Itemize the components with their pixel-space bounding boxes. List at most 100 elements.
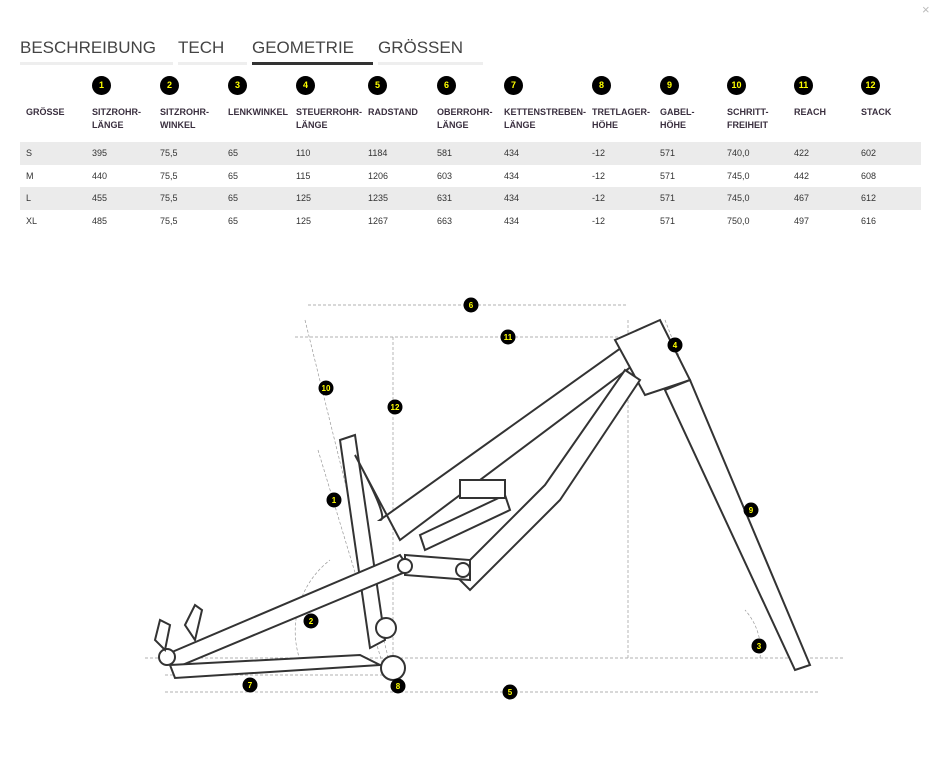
column-header-line1: LENKWINKEL [228, 107, 288, 117]
diagram-marker: 7 [242, 677, 258, 693]
value-cell: 467 [788, 187, 856, 210]
tab-tech[interactable]: TECH [178, 38, 247, 65]
value-cell: 65 [228, 170, 239, 181]
value-cell: 485 [92, 215, 108, 226]
size-cell: M [26, 170, 34, 181]
column-header: SITZROHR- LÄNGE [86, 106, 154, 142]
value-cell: 65 [228, 215, 239, 226]
marker-number: 12 [391, 403, 400, 412]
header-size: GRÖSSE [26, 107, 65, 117]
marker-circle [390, 678, 406, 694]
marker-number: 9 [749, 506, 754, 515]
column-header-line1: OBERROHR- [437, 107, 493, 117]
value-cell: 603 [437, 170, 453, 181]
column-number-badge: 6 [437, 76, 457, 95]
value-cell: 434 [504, 215, 520, 226]
value-cell: 1235 [362, 187, 432, 210]
column-header: OBERROHR- LÄNGE [431, 106, 498, 142]
marker-number: 2 [309, 617, 314, 626]
column-header-line1: REACH [794, 107, 827, 117]
column-header-line2: LÄNGE [92, 120, 124, 130]
tab-geometrie[interactable]: GEOMETRIE [252, 38, 373, 65]
value-cell: 75,5 [154, 187, 222, 210]
tab-groessen[interactable]: GRÖSSEN [378, 38, 483, 65]
value-cell: 616 [861, 215, 877, 226]
column-header-line2: LÄNGE [437, 120, 469, 130]
value-cell: 75,5 [154, 142, 222, 165]
close-icon[interactable]: × [922, 2, 930, 17]
column-header-line2: LÄNGE [504, 120, 536, 130]
value-cell: 750,0 [727, 215, 750, 226]
marker-circle [463, 297, 479, 313]
size-cell: S [20, 142, 86, 165]
column-header-line1: TRETLAGER- [592, 107, 651, 117]
marker-circle [326, 492, 342, 508]
value-cell: 571 [660, 215, 676, 226]
marker-number: 10 [322, 384, 331, 393]
marker-circle [387, 399, 403, 415]
value-cell: 631 [431, 187, 499, 210]
column-header-line1: SITZROHR- [160, 107, 209, 117]
column-header: SCHRITT- FREIHEIT [721, 106, 788, 142]
marker-number: 1 [332, 496, 337, 505]
tab-beschreibung[interactable]: BESCHREIBUNG [20, 38, 173, 65]
marker-number: 3 [757, 642, 762, 651]
column-header-line1: GABEL- [660, 107, 695, 117]
column-header: KETTENSTREBEN- LÄNGE [498, 106, 586, 142]
column-number-badge: 3 [228, 76, 247, 95]
value-cell: 115 [296, 170, 311, 181]
column-number-badge: 10 [727, 76, 747, 95]
diagram-marker: 5 [502, 684, 518, 700]
size-cell: L [20, 187, 86, 210]
diagram-marker: 3 [751, 638, 767, 654]
value-cell: 65 [222, 142, 290, 165]
value-cell: 125 [290, 187, 363, 210]
marker-circle [751, 638, 767, 654]
column-header-line1: KETTENSTREBEN- [504, 107, 587, 117]
column-header-line2: HÖHE [660, 120, 687, 130]
value-cell: -12 [586, 187, 655, 210]
value-cell: -12 [586, 142, 655, 165]
marker-circle [743, 502, 759, 518]
value-cell: 75,5 [160, 215, 178, 226]
column-header-line2: LÄNGE [296, 120, 328, 130]
column-number-badge: 9 [660, 76, 680, 95]
value-cell: 422 [788, 142, 856, 165]
diagram-marker: 11 [500, 329, 516, 345]
column-number-badge: 12 [861, 76, 881, 95]
column-header: RADSTAND [362, 106, 431, 142]
marker-circle [303, 613, 319, 629]
column-header-line1: SITZROHR- [92, 107, 141, 117]
value-cell: 440 [92, 170, 108, 181]
column-header: STACK [855, 106, 921, 142]
marker-number: 4 [673, 341, 678, 350]
diagram-marker: 9 [743, 502, 759, 518]
marker-circle [242, 677, 258, 693]
value-cell: 455 [86, 187, 154, 210]
column-header-line2: WINKEL [160, 120, 196, 130]
column-header: GABEL- HÖHE [654, 106, 721, 142]
value-cell: 497 [794, 215, 810, 226]
column-number-badge: 8 [592, 76, 612, 95]
marker-circle [500, 329, 516, 345]
value-cell: 571 [654, 142, 722, 165]
value-cell: 65 [222, 187, 290, 210]
size-cell: XL [26, 215, 38, 226]
column-header-line2: FREIHEIT [727, 120, 769, 130]
diagram-marker: 10 [318, 380, 334, 396]
column-header-line1: SCHRITT- [727, 107, 769, 117]
column-number-badge: 5 [368, 76, 388, 95]
value-cell: 745,0 [727, 170, 750, 181]
value-cell: 75,5 [160, 170, 178, 181]
column-header-line1: RADSTAND [368, 107, 418, 117]
marker-number: 7 [248, 681, 253, 690]
column-header: STEUERROHR-LÄNGE [290, 106, 362, 142]
value-cell: 602 [855, 142, 921, 165]
value-cell: 740,0 [721, 142, 789, 165]
